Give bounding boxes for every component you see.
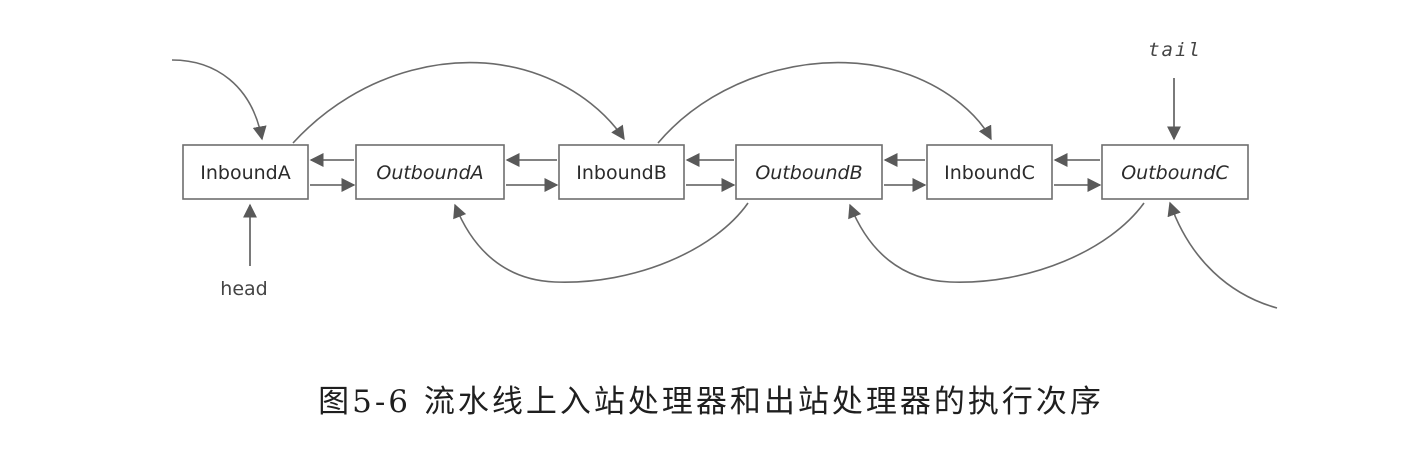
tail-pointer: tail [1148, 39, 1202, 141]
node-label: OutboundA [376, 162, 483, 184]
node-label: InboundB [576, 162, 667, 184]
handler-node-inbound-c: InboundC [926, 144, 1053, 200]
inbound-a-to-b-curve [292, 61, 625, 144]
head-label: head [220, 278, 267, 300]
outbound-entry-curve [1167, 201, 1278, 309]
handler-node-outbound-a: OutboundA [355, 144, 505, 200]
figure-caption: 图5-6 流水线上入站处理器和出站处理器的执行次序 [318, 384, 1104, 420]
handler-node-outbound-b: OutboundB [735, 144, 883, 200]
inbound-entry-curve [171, 59, 267, 141]
head-pointer: head [220, 203, 268, 300]
handler-node-inbound-a: InboundA [182, 144, 309, 200]
node-label: OutboundB [755, 162, 862, 184]
outbound-flow-curves [453, 201, 1278, 309]
node-label: OutboundC [1121, 162, 1229, 184]
node-label: InboundC [944, 162, 1035, 184]
node-label: InboundA [200, 162, 290, 184]
inbound-b-to-c-curve [657, 61, 992, 144]
outbound-c-to-b-curve [848, 202, 1145, 283]
outbound-b-to-a-curve [453, 202, 749, 283]
tail-label: tail [1148, 39, 1202, 61]
handler-node-inbound-b: InboundB [558, 144, 685, 200]
handler-node-outbound-c: OutboundC [1101, 144, 1249, 200]
inbound-flow-curves [171, 59, 992, 144]
